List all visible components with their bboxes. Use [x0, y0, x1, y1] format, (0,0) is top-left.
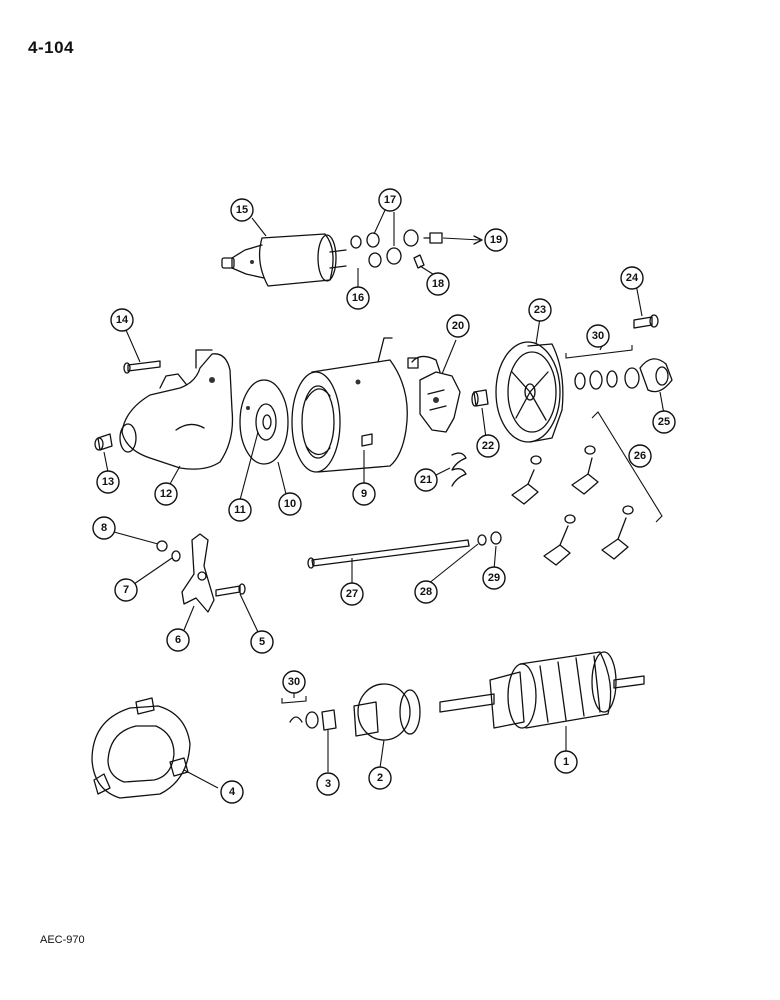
callout-12: 12 [154, 482, 178, 506]
svg-text:22: 22 [482, 440, 494, 452]
svg-text:5: 5 [259, 636, 265, 648]
callout-6: 6 [166, 628, 190, 652]
callout-26: 26 [628, 444, 652, 468]
part-brush-spring [451, 452, 467, 487]
part-field-frame [291, 337, 408, 473]
callout-29: 29 [482, 566, 506, 590]
callout-30-lower: 30 [282, 670, 306, 694]
callout-24: 24 [620, 266, 644, 290]
callout-8: 8 [92, 516, 116, 540]
callout-22: 22 [476, 434, 500, 458]
part-drive-housing [119, 349, 234, 470]
callout-14: 14 [110, 308, 134, 332]
callout-13: 13 [96, 470, 120, 494]
part-drive-yoke [91, 697, 191, 799]
svg-text:1: 1 [563, 756, 569, 768]
figure-code: AEC-970 [40, 934, 85, 946]
svg-text:7: 7 [123, 584, 129, 596]
part-brush-holder [407, 355, 461, 433]
part-commutator-bushing [471, 389, 489, 407]
svg-text:20: 20 [452, 320, 464, 332]
svg-text:24: 24 [626, 272, 639, 284]
callout-21: 21 [414, 468, 438, 492]
part-end-washers [565, 345, 640, 390]
callout-20: 20 [446, 314, 470, 338]
callout-15: 15 [230, 198, 254, 222]
callout-3: 3 [316, 772, 340, 796]
part-intermediate-plate [239, 379, 289, 465]
callout-19: 19 [484, 228, 508, 252]
svg-text:6: 6 [175, 634, 181, 646]
callout-1: 1 [554, 750, 578, 774]
svg-text:21: 21 [420, 474, 432, 486]
svg-text:14: 14 [116, 314, 129, 326]
callout-23: 23 [528, 298, 552, 322]
part-armature [439, 651, 645, 729]
part-bushing [94, 433, 113, 451]
callout-27: 27 [340, 582, 364, 606]
svg-text:26: 26 [634, 450, 646, 462]
callout-25: 25 [652, 410, 676, 434]
svg-text:28: 28 [420, 586, 432, 598]
svg-text:10: 10 [284, 498, 296, 510]
callout-16: 16 [346, 286, 370, 310]
svg-text:11: 11 [234, 504, 246, 516]
part-solenoid-hardware [350, 229, 483, 269]
part-shift-lever [156, 533, 246, 613]
svg-text:18: 18 [432, 278, 444, 290]
svg-text:29: 29 [488, 572, 500, 584]
svg-text:9: 9 [361, 488, 367, 500]
svg-text:12: 12 [160, 488, 172, 500]
callout-30-upper: 30 [586, 324, 610, 348]
callout-28: 28 [414, 580, 438, 604]
callout-7: 7 [114, 578, 138, 602]
svg-text:19: 19 [490, 234, 502, 246]
page-number: 4-104 [28, 38, 74, 57]
callout-4: 4 [220, 780, 244, 804]
part-housing-bolt [123, 360, 161, 374]
svg-text:30: 30 [288, 676, 300, 688]
svg-text:4: 4 [229, 786, 236, 798]
callout-2: 2 [368, 766, 392, 790]
svg-text:16: 16 [352, 292, 364, 304]
part-pinion-drive [281, 683, 421, 741]
callout-5: 5 [250, 630, 274, 654]
callout-11: 11 [228, 498, 252, 522]
svg-text:2: 2 [377, 772, 383, 784]
part-brushes [511, 411, 663, 566]
part-end-housing [495, 341, 564, 443]
svg-text:13: 13 [102, 476, 114, 488]
callout-17: 17 [378, 188, 402, 212]
part-through-bolt [307, 531, 502, 569]
part-end-cap [633, 314, 673, 393]
svg-text:23: 23 [534, 304, 546, 316]
svg-text:27: 27 [346, 588, 358, 600]
svg-text:25: 25 [658, 416, 670, 428]
svg-text:3: 3 [325, 778, 331, 790]
part-solenoid [221, 233, 347, 287]
svg-text:30: 30 [592, 330, 604, 342]
leader-lines [103, 207, 665, 789]
svg-text:17: 17 [384, 194, 396, 206]
callout-10: 10 [278, 492, 302, 516]
callout-9: 9 [352, 482, 376, 506]
svg-text:8: 8 [101, 522, 107, 534]
callout-18: 18 [426, 272, 450, 296]
svg-text:15: 15 [236, 204, 248, 216]
